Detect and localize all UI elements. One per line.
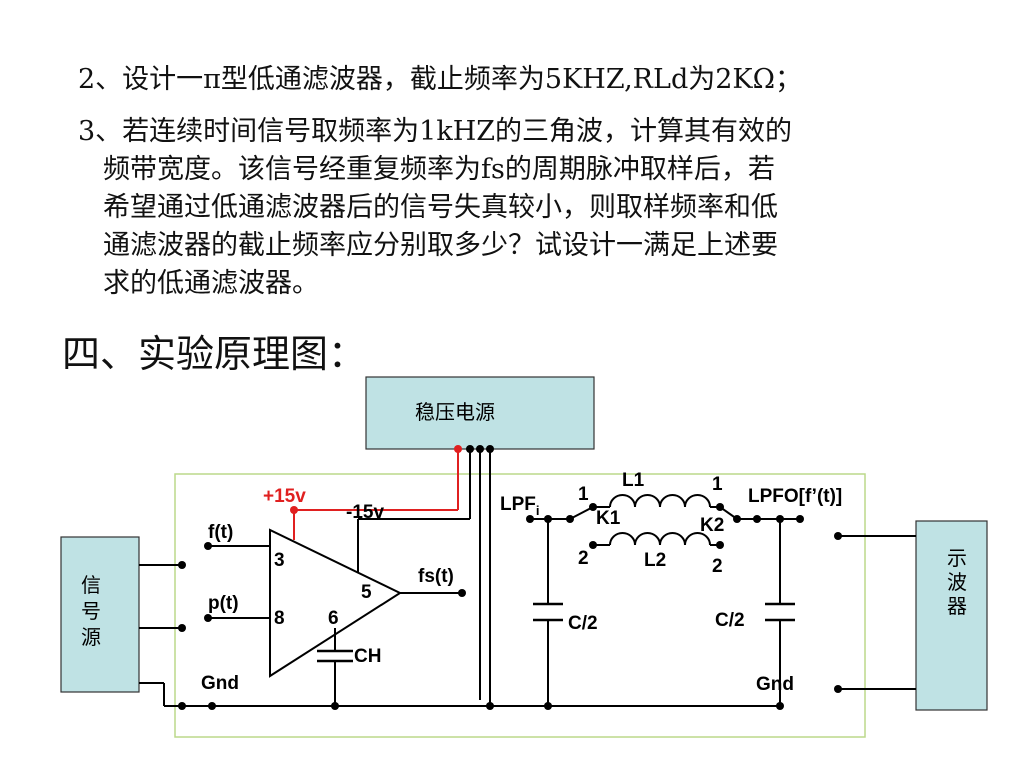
f-t-label: f(t) [208,522,233,543]
lpf-input-wires [530,506,594,706]
inductor-l1 [593,494,720,508]
pin-3-label: 3 [274,550,285,571]
lpfo-label: LPFO[f’(t)] [748,486,842,507]
lpfi-label: LPFi [500,494,540,518]
task-3-line-2: 频带宽度。该信号经重复频率为fs的周期脉冲取样后，若 [103,154,775,185]
task-3-line-5: 求的低通滤波器。 [103,268,319,299]
task-3-line-4: 通滤波器的截止频率应分别取多少？试设计一满足上述要 [103,230,778,261]
power-supply-label: 稳压电源 [415,400,495,424]
lpf-input-nodes [526,515,574,523]
task-3-text: 3、若连续时间信号取频率为1kHZ的三角波，计算其有效的 频带宽度。该信号经重复… [78,113,792,303]
scope-input-terminal [834,532,842,540]
lpfi-label-sub: i [536,503,540,518]
p-t-label: p(t) [208,593,239,614]
oscilloscope-char-1: 示 [947,546,967,570]
lpf-output-nodes [733,515,804,523]
power-supply-box: 稳压电源 [365,376,595,450]
signal-source-box: 信 号 源 [60,536,140,693]
minus15-label: -15v [346,502,384,523]
fs-t-label: fs(t) [418,566,454,587]
k2-position-2: 2 [712,556,723,577]
task-3-line-3: 希望通过低通滤波器后的信号失真较小，则取样频率和低 [103,192,778,223]
task-3-line-1: 3、若连续时间信号取频率为1kHZ的三角波，计算其有效的 [78,116,793,147]
minus15-terminal [466,445,474,453]
scope-gnd-terminal [834,685,842,693]
plus15-terminal [454,445,462,453]
k2-contact-2 [716,541,724,549]
k1-position-1: 1 [578,484,589,505]
pin-5-label: 5 [361,582,372,603]
gnd-terminal [486,445,494,453]
pin-8-label: 8 [274,608,285,629]
plus15-label: +15v [263,486,306,507]
plus15-wire [293,449,459,540]
left-capacitor [533,602,563,622]
oscilloscope-char-2: 波 [947,570,967,594]
gnd-right-label: Gnd [756,674,794,695]
gnd-left-label: Gnd [201,673,239,694]
source-wires [139,545,270,707]
oscilloscope-char-3: 器 [947,594,967,618]
ch-label: CH [354,646,381,667]
l2-label: L2 [644,550,666,571]
left-capacitor-label: C/2 [568,613,598,634]
l1-label: L1 [622,470,645,491]
experiment-board-outline [174,473,866,738]
k2-position-1: 1 [712,474,723,495]
k1-label: K1 [596,508,621,529]
task-2-text: 2、设计一π型低通滤波器，截止频率为5KHZ,RLd为2KΩ； [78,64,802,95]
fs-output-terminal [458,589,466,597]
lpfi-label-main: LPF [500,494,536,515]
k1-position-2: 2 [578,548,589,569]
section-heading: 四、实验原理图： [62,332,367,376]
signal-source-char-2: 号 [81,599,101,623]
right-capacitor [765,602,795,622]
plus15-node [290,506,298,514]
ground-nodes [208,702,784,710]
power-supply-wires [357,449,491,706]
signal-source-char-1: 信 [81,573,101,597]
signal-source-char-3: 源 [81,625,101,649]
supply-terminal [476,445,484,453]
pin-6-label: 6 [328,608,339,629]
right-capacitor-label: C/2 [715,610,745,631]
sampler-output-wires [334,592,462,706]
oscilloscope-box: 示 波 器 [915,520,988,711]
ch-capacitor [317,649,353,663]
k2-label: K2 [700,515,724,536]
scope-wires [838,535,916,690]
